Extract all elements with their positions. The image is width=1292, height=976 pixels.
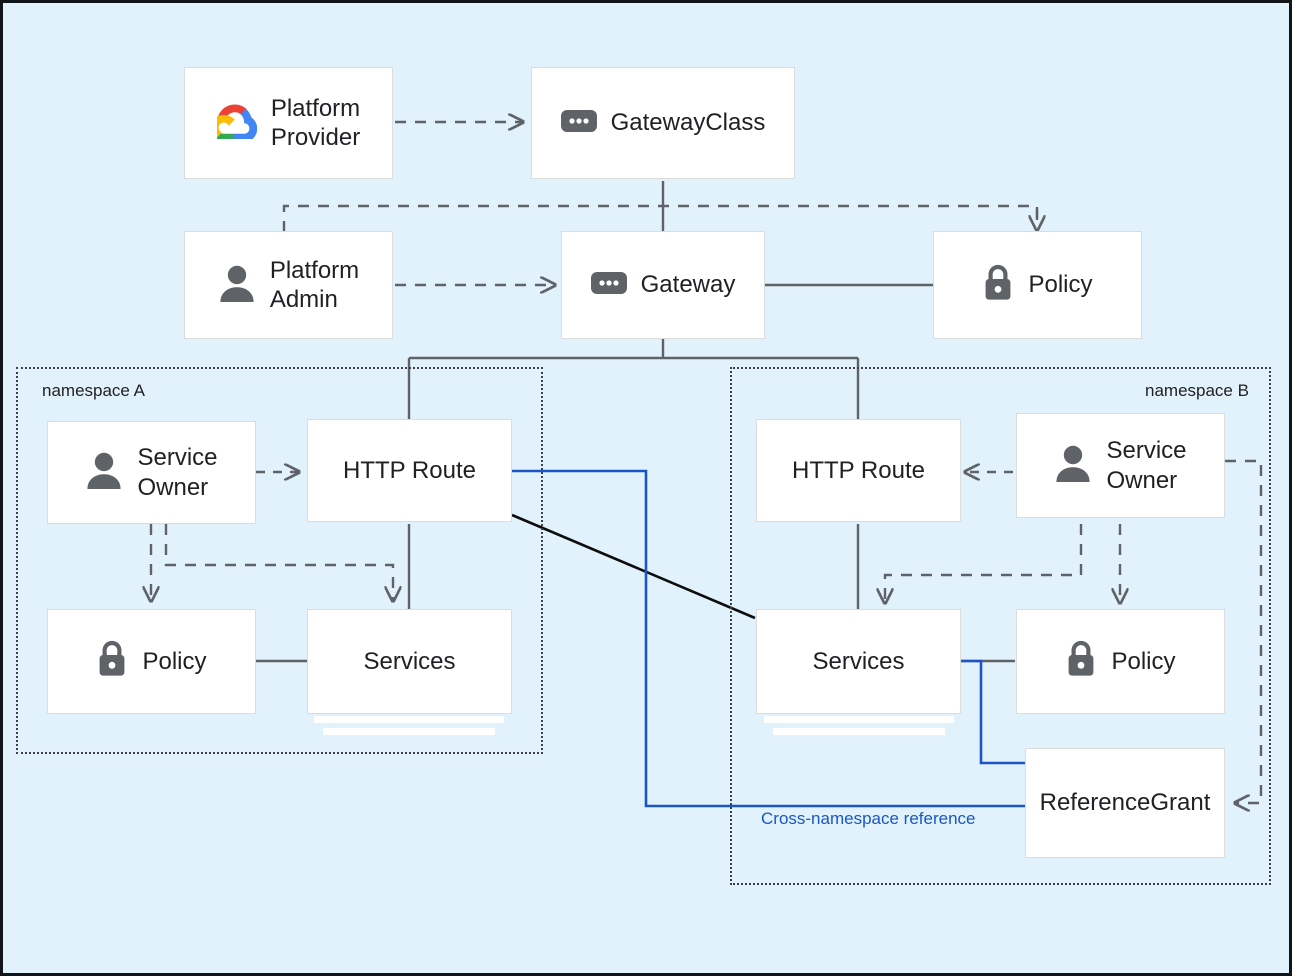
node-services-a[interactable]: Services [307, 609, 512, 714]
node-gatewayclass[interactable]: GatewayClass [531, 67, 795, 179]
namespace-b-container [730, 367, 1271, 885]
lock-icon [1065, 639, 1097, 684]
person-icon [218, 263, 256, 308]
node-reference-grant[interactable]: ReferenceGrant [1025, 748, 1225, 858]
person-icon [1054, 443, 1092, 488]
node-reference-grant-label: ReferenceGrant [1039, 789, 1211, 817]
node-policy-gateway-label: Policy [1028, 271, 1093, 299]
namespace-b-label: namespace B [1145, 381, 1249, 400]
node-policy-a[interactable]: Policy [47, 609, 256, 714]
node-http-route-b[interactable]: HTTP Route [756, 419, 961, 522]
node-service-owner-b-label: Service Owner [1106, 437, 1187, 494]
services-b-stack-bar-1 [764, 716, 954, 723]
node-gateway-label: Gateway [640, 271, 736, 299]
edge-gatewayclass-dashed-bus [282, 204, 1039, 232]
node-policy-gateway[interactable]: Policy [933, 231, 1142, 339]
node-http-route-a[interactable]: HTTP Route [307, 419, 512, 522]
lock-icon [96, 639, 128, 684]
person-icon [85, 450, 123, 495]
cross-namespace-reference-label: Cross-namespace reference [761, 809, 976, 828]
lock-icon [982, 263, 1014, 308]
node-service-owner-a-label: Service Owner [137, 444, 218, 501]
node-platform-provider-label: Platform Provider [270, 94, 361, 151]
google-cloud-icon [209, 103, 258, 144]
services-a-stack-bar-1 [314, 716, 504, 723]
node-http-route-b-label: HTTP Route [792, 456, 925, 484]
node-gateway[interactable]: Gateway [561, 231, 765, 339]
node-services-a-label: Services [363, 647, 456, 675]
node-policy-b[interactable]: Policy [1016, 609, 1225, 714]
node-platform-admin[interactable]: Platform Admin [184, 231, 393, 339]
node-platform-admin-label: Platform Admin [269, 256, 360, 313]
gateway-icon [560, 109, 597, 137]
services-b-stack-bar-2 [773, 728, 945, 735]
node-http-route-a-label: HTTP Route [343, 456, 476, 484]
namespace-a-label: namespace A [42, 381, 146, 400]
gateway-icon [590, 271, 627, 299]
edge-route-a-to-services-b-diagonal [511, 513, 756, 620]
namespace-a-container [16, 367, 543, 754]
node-service-owner-b[interactable]: Service Owner [1016, 413, 1225, 518]
node-service-owner-a[interactable]: Service Owner [47, 421, 256, 524]
node-policy-b-label: Policy [1111, 647, 1176, 675]
node-platform-provider[interactable]: Platform Provider [184, 67, 393, 179]
node-gatewayclass-label: GatewayClass [610, 109, 766, 137]
node-services-b-label: Services [812, 647, 905, 675]
node-services-b[interactable]: Services [756, 609, 961, 714]
services-a-stack-bar-2 [323, 728, 495, 735]
node-policy-a-label: Policy [142, 647, 207, 675]
